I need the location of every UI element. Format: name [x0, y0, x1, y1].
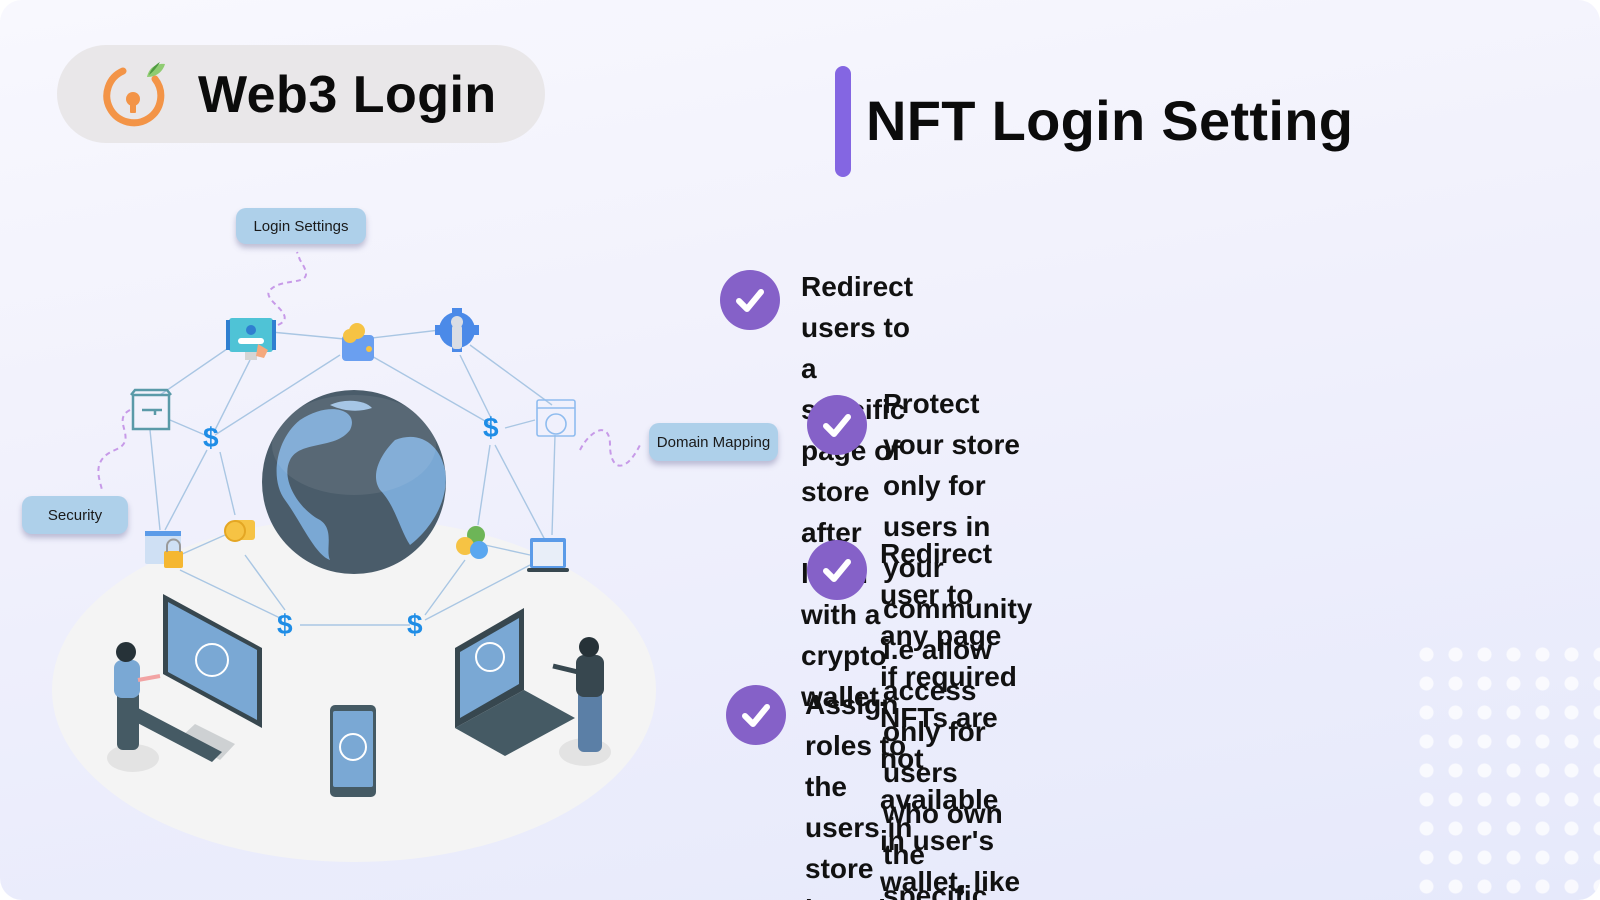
- laptop-icon: [455, 608, 575, 756]
- person-man-icon: [552, 637, 611, 766]
- checklist-lock-icon: [145, 531, 183, 568]
- gold-coins-icon: [224, 520, 255, 542]
- smartphone-icon: [330, 705, 376, 797]
- dollar-icon: $: [483, 412, 499, 443]
- heading-accent-bar: [835, 66, 851, 177]
- dollar-icon: $: [203, 422, 219, 453]
- dot-pattern-decoration: [1412, 640, 1600, 900]
- check-circle-icon: [726, 685, 786, 745]
- web3-login-logo-icon: [103, 62, 165, 127]
- store-key-icon: [130, 388, 172, 431]
- feature-text: Assign roles to the users in store based…: [805, 689, 913, 900]
- dashed-arrow-domain: [579, 429, 641, 467]
- security-label: Security: [22, 496, 128, 534]
- feature-text: Protect your store only for users in you…: [883, 388, 1033, 900]
- domain-mapping-label: Domain Mapping: [649, 423, 778, 461]
- connection-lines: [149, 327, 556, 626]
- crypto-wallet-icon: [342, 323, 374, 361]
- dashed-arrow-login: [267, 251, 307, 326]
- network-illustration: $ $ $ $: [0, 190, 800, 900]
- domain-laptop-icon: [527, 538, 569, 572]
- feature-text: Redirect user to any page if required NF…: [880, 538, 1021, 897]
- dashed-arrow-security: [97, 409, 131, 491]
- check-circle-icon: [720, 270, 780, 330]
- check-circle-icon: [807, 395, 867, 455]
- page-title: NFT Login Setting: [866, 89, 1354, 152]
- crypto-coins-icon: [456, 526, 488, 559]
- globe-icon: [262, 390, 446, 574]
- desktop-monitor-icon: [128, 594, 262, 762]
- settings-gear-icon: [435, 308, 479, 352]
- person-woman-icon: [107, 642, 161, 772]
- check-circle-icon: [807, 540, 867, 600]
- dollar-icon: $: [407, 609, 423, 640]
- network-graphic: $ $ $ $: [52, 251, 656, 862]
- brand-pill: Web3 Login: [57, 45, 545, 143]
- web-domain-icon: [536, 399, 576, 437]
- dollar-icon: $: [277, 609, 293, 640]
- login-screen-icon: [226, 318, 276, 360]
- brand-title: Web3 Login: [198, 66, 497, 124]
- floor-ellipse: [52, 518, 656, 862]
- login-settings-label: Login Settings: [236, 208, 366, 244]
